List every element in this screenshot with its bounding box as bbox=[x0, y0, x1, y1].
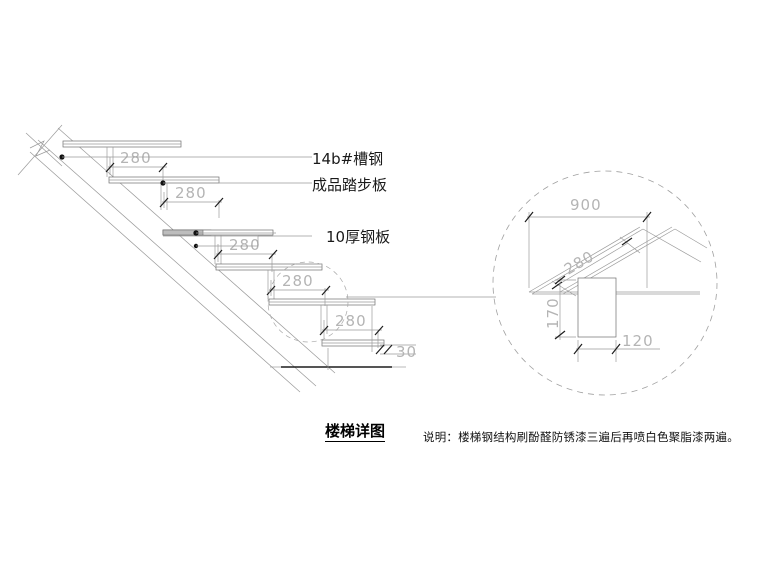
dimension-text: 900 bbox=[570, 196, 602, 214]
dimension-text: 120 bbox=[622, 332, 654, 350]
dimension-text: 280 bbox=[229, 236, 261, 254]
dimension-text: 280 bbox=[335, 312, 367, 330]
drawing-title: 楼梯详图 bbox=[325, 422, 386, 442]
dimension-text: 170 bbox=[544, 297, 562, 329]
stair-elevation-group bbox=[17, 124, 406, 393]
drawing-note: 说明：楼梯钢结构刷酚醛防锈漆三遍后再喷白色聚脂漆两遍。 bbox=[423, 430, 739, 444]
callout-label-channel: 14b#槽钢 bbox=[312, 150, 384, 168]
dimension-text: 280 bbox=[282, 272, 314, 290]
stair-step bbox=[62, 140, 182, 177]
dimension-group-main: 280 280 280 280 bbox=[105, 149, 417, 361]
stair-step bbox=[321, 339, 385, 347]
steel-plate-rect bbox=[577, 277, 617, 338]
callout-label-plate: 10厚钢板 bbox=[326, 228, 391, 246]
callout-label-tread: 成品踏步板 bbox=[312, 176, 388, 194]
dimension-text: 280 bbox=[175, 184, 207, 202]
enlarged-detail-view: 900 280 170 120 bbox=[492, 170, 718, 396]
stair-step bbox=[268, 298, 376, 334]
dimension-text: 280 bbox=[120, 149, 152, 167]
detail-boundary-circle bbox=[492, 170, 718, 396]
dimension-text: 30 bbox=[396, 343, 417, 361]
stair-step bbox=[215, 263, 323, 299]
stair-step bbox=[162, 229, 274, 264]
detail-callout-marker bbox=[267, 261, 496, 343]
callout-leaders bbox=[59, 154, 312, 249]
